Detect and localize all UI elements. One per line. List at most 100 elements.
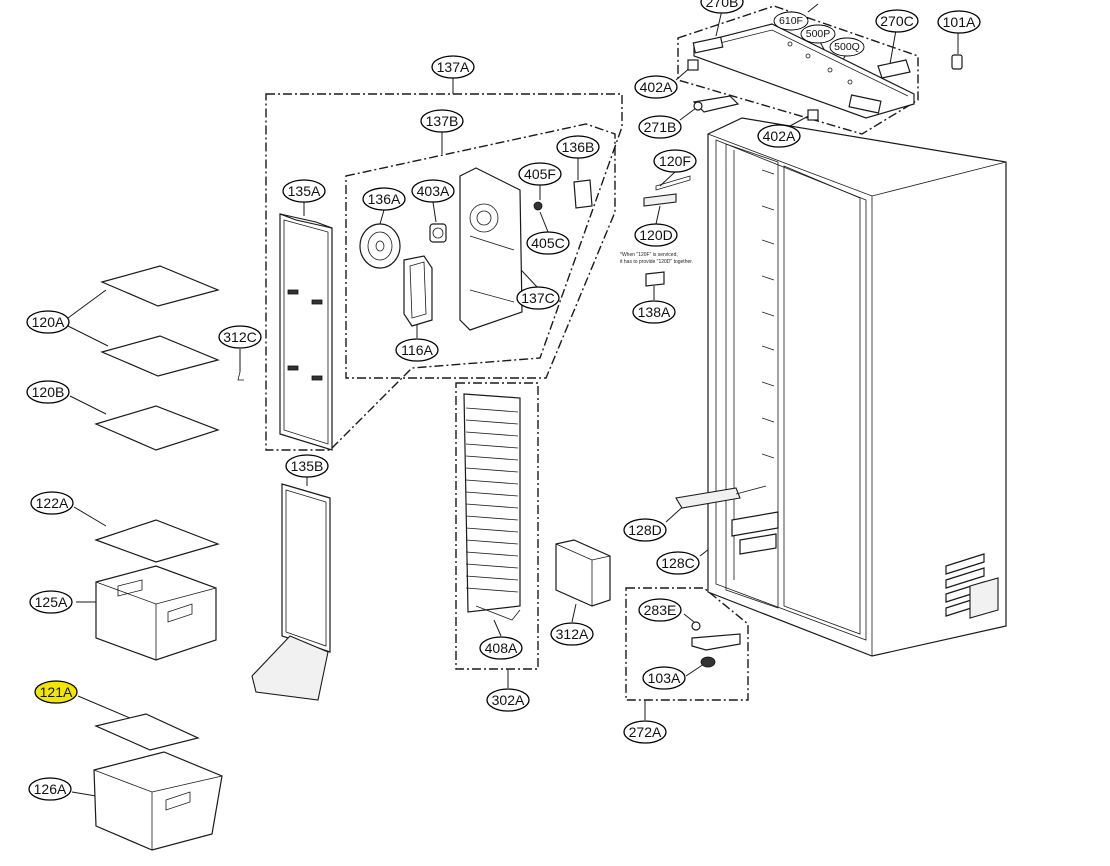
part-120a-shelf-mid [100, 335, 220, 377]
part-125a-drawer [95, 565, 217, 661]
callout-500q[interactable]: 500Q [829, 37, 865, 57]
callout-610f-text: 610F [779, 15, 803, 27]
callout-137c[interactable]: 137C [516, 286, 560, 310]
callout-312a[interactable]: 312A [550, 622, 594, 646]
group-frame-137A [265, 93, 623, 451]
part-137c-housing [459, 167, 523, 331]
part-312a-cover [555, 539, 611, 607]
callout-120a[interactable]: 120A [26, 310, 70, 334]
callout-120a-text: 120A [32, 314, 65, 330]
callout-125a[interactable]: 125A [29, 590, 73, 614]
part-121a-shelf [94, 713, 200, 751]
part-283e-screw [691, 621, 701, 631]
part-312c [237, 371, 244, 381]
callout-136a[interactable]: 136A [362, 187, 406, 211]
callout-402a-upper-text: 402A [640, 79, 673, 95]
callout-120f-text: 120F [659, 153, 691, 169]
evaporator-fins [465, 407, 519, 593]
callout-137b[interactable]: 137B [420, 109, 464, 133]
callout-135a-text: 135A [288, 183, 321, 199]
callout-126a-text: 126A [34, 781, 67, 797]
callout-121a-highlighted[interactable]: 121A [34, 680, 78, 704]
part-405f [533, 201, 543, 211]
callout-403a-text: 403A [417, 183, 450, 199]
callout-500p[interactable]: 500P [800, 24, 836, 44]
callout-405f[interactable]: 405F [518, 162, 562, 186]
service-note-line-2: it has to provide "120D" together. [620, 259, 693, 265]
callout-121a-text: 121A [40, 684, 73, 700]
callout-312a-text: 312A [556, 626, 589, 642]
callout-500q-text: 500Q [834, 41, 860, 53]
part-101a [951, 54, 963, 70]
part-103a [700, 656, 716, 668]
part-138a [645, 271, 665, 287]
shelf-rails [761, 169, 775, 459]
callout-103a-text: 103A [648, 670, 681, 686]
callout-137c-text: 137C [521, 290, 554, 306]
callout-101a[interactable]: 101A [937, 10, 981, 34]
callout-408a[interactable]: 408A [479, 636, 523, 660]
callout-101a-text: 101A [943, 14, 976, 30]
callout-500p-text: 500P [806, 28, 831, 40]
part-271b [692, 95, 740, 113]
group-frame-137B [345, 123, 616, 379]
callout-126a[interactable]: 126A [28, 777, 72, 801]
callout-270c-text: 270C [880, 13, 913, 29]
service-note: *When "120F" is serviced, it has to prov… [620, 252, 693, 265]
part-135a-panel [279, 213, 333, 451]
part-136b [573, 179, 593, 209]
callout-312c[interactable]: 312C [218, 325, 262, 349]
service-note-line-1: *When "120F" is serviced, [620, 252, 678, 258]
callout-283e-text: 283E [644, 602, 677, 618]
part-403a-motor [429, 223, 447, 243]
part-270c [877, 59, 911, 79]
callout-116a[interactable]: 116A [395, 338, 439, 362]
callout-138a-text: 138A [638, 304, 671, 320]
callout-610f[interactable]: 610F [773, 11, 809, 31]
callout-270c[interactable]: 270C [875, 9, 919, 33]
part-408a-evaporator [463, 393, 521, 621]
callout-402a-upper[interactable]: 402A [634, 75, 678, 99]
part-135b-panel [251, 483, 331, 701]
callout-137a[interactable]: 137A [431, 55, 475, 79]
part-120a-shelf-top [100, 265, 220, 307]
callout-283e[interactable]: 283E [638, 598, 682, 622]
callout-271b[interactable]: 271B [638, 115, 682, 139]
callout-122a[interactable]: 122A [30, 491, 74, 515]
callout-128d[interactable]: 128D [623, 518, 667, 542]
part-128c [731, 511, 779, 555]
callout-136a-text: 136A [368, 191, 401, 207]
callout-136b[interactable]: 136B [556, 135, 600, 159]
callout-402a-lower-text: 402A [763, 128, 796, 144]
callout-405f-text: 405F [524, 166, 556, 182]
group-frame-270B [677, 5, 919, 135]
callout-405c[interactable]: 405C [526, 231, 570, 255]
callout-128c[interactable]: 128C [656, 551, 700, 575]
callout-137b-text: 137B [426, 113, 459, 129]
callout-272a[interactable]: 272A [623, 720, 667, 744]
part-116a-duct [403, 255, 433, 327]
callout-128d-text: 128D [628, 522, 661, 538]
callout-135b[interactable]: 135B [285, 454, 329, 478]
callout-135a[interactable]: 135A [282, 179, 326, 203]
callout-120d[interactable]: 120D [634, 223, 678, 247]
part-120d [643, 193, 677, 207]
callout-270b[interactable]: 270B [700, 0, 744, 14]
callout-402a-lower[interactable]: 402A [757, 124, 801, 148]
callout-103a[interactable]: 103A [642, 666, 686, 690]
callout-137a-text: 137A [437, 59, 470, 75]
callout-120f[interactable]: 120F [653, 149, 697, 173]
callout-138a[interactable]: 138A [632, 300, 676, 324]
part-122a-shelf [94, 519, 220, 563]
callout-120b[interactable]: 120B [26, 380, 70, 404]
group-frame-302A [455, 382, 539, 670]
callout-270b-text: 270B [706, 0, 739, 10]
callout-403a[interactable]: 403A [411, 179, 455, 203]
callout-120b-text: 120B [32, 384, 65, 400]
callout-312c-text: 312C [223, 329, 256, 345]
callout-302a-text: 302A [492, 692, 525, 708]
callout-302a[interactable]: 302A [486, 688, 530, 712]
part-top-cover-270b [692, 23, 915, 119]
callout-136b-text: 136B [562, 139, 595, 155]
